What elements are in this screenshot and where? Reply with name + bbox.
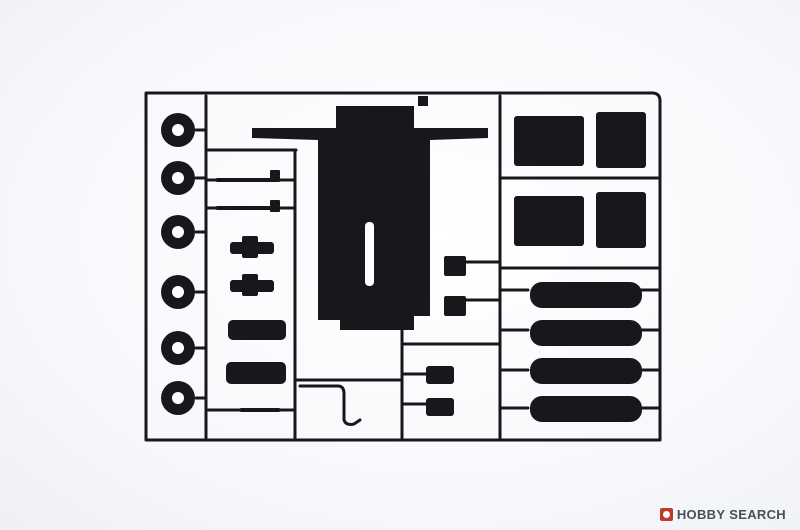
rod-parts	[216, 170, 286, 412]
watermark-suffix: SEARCH	[729, 507, 786, 522]
main-plate	[252, 96, 488, 330]
watermark-brand: HOBBY	[676, 507, 726, 522]
bracket-parts	[426, 256, 466, 416]
watermark: HOBBY SEARCH	[659, 507, 786, 522]
ring-parts	[161, 113, 195, 415]
brand-logo-icon	[659, 508, 673, 521]
tank-parts	[530, 282, 642, 422]
box-parts	[514, 112, 646, 248]
